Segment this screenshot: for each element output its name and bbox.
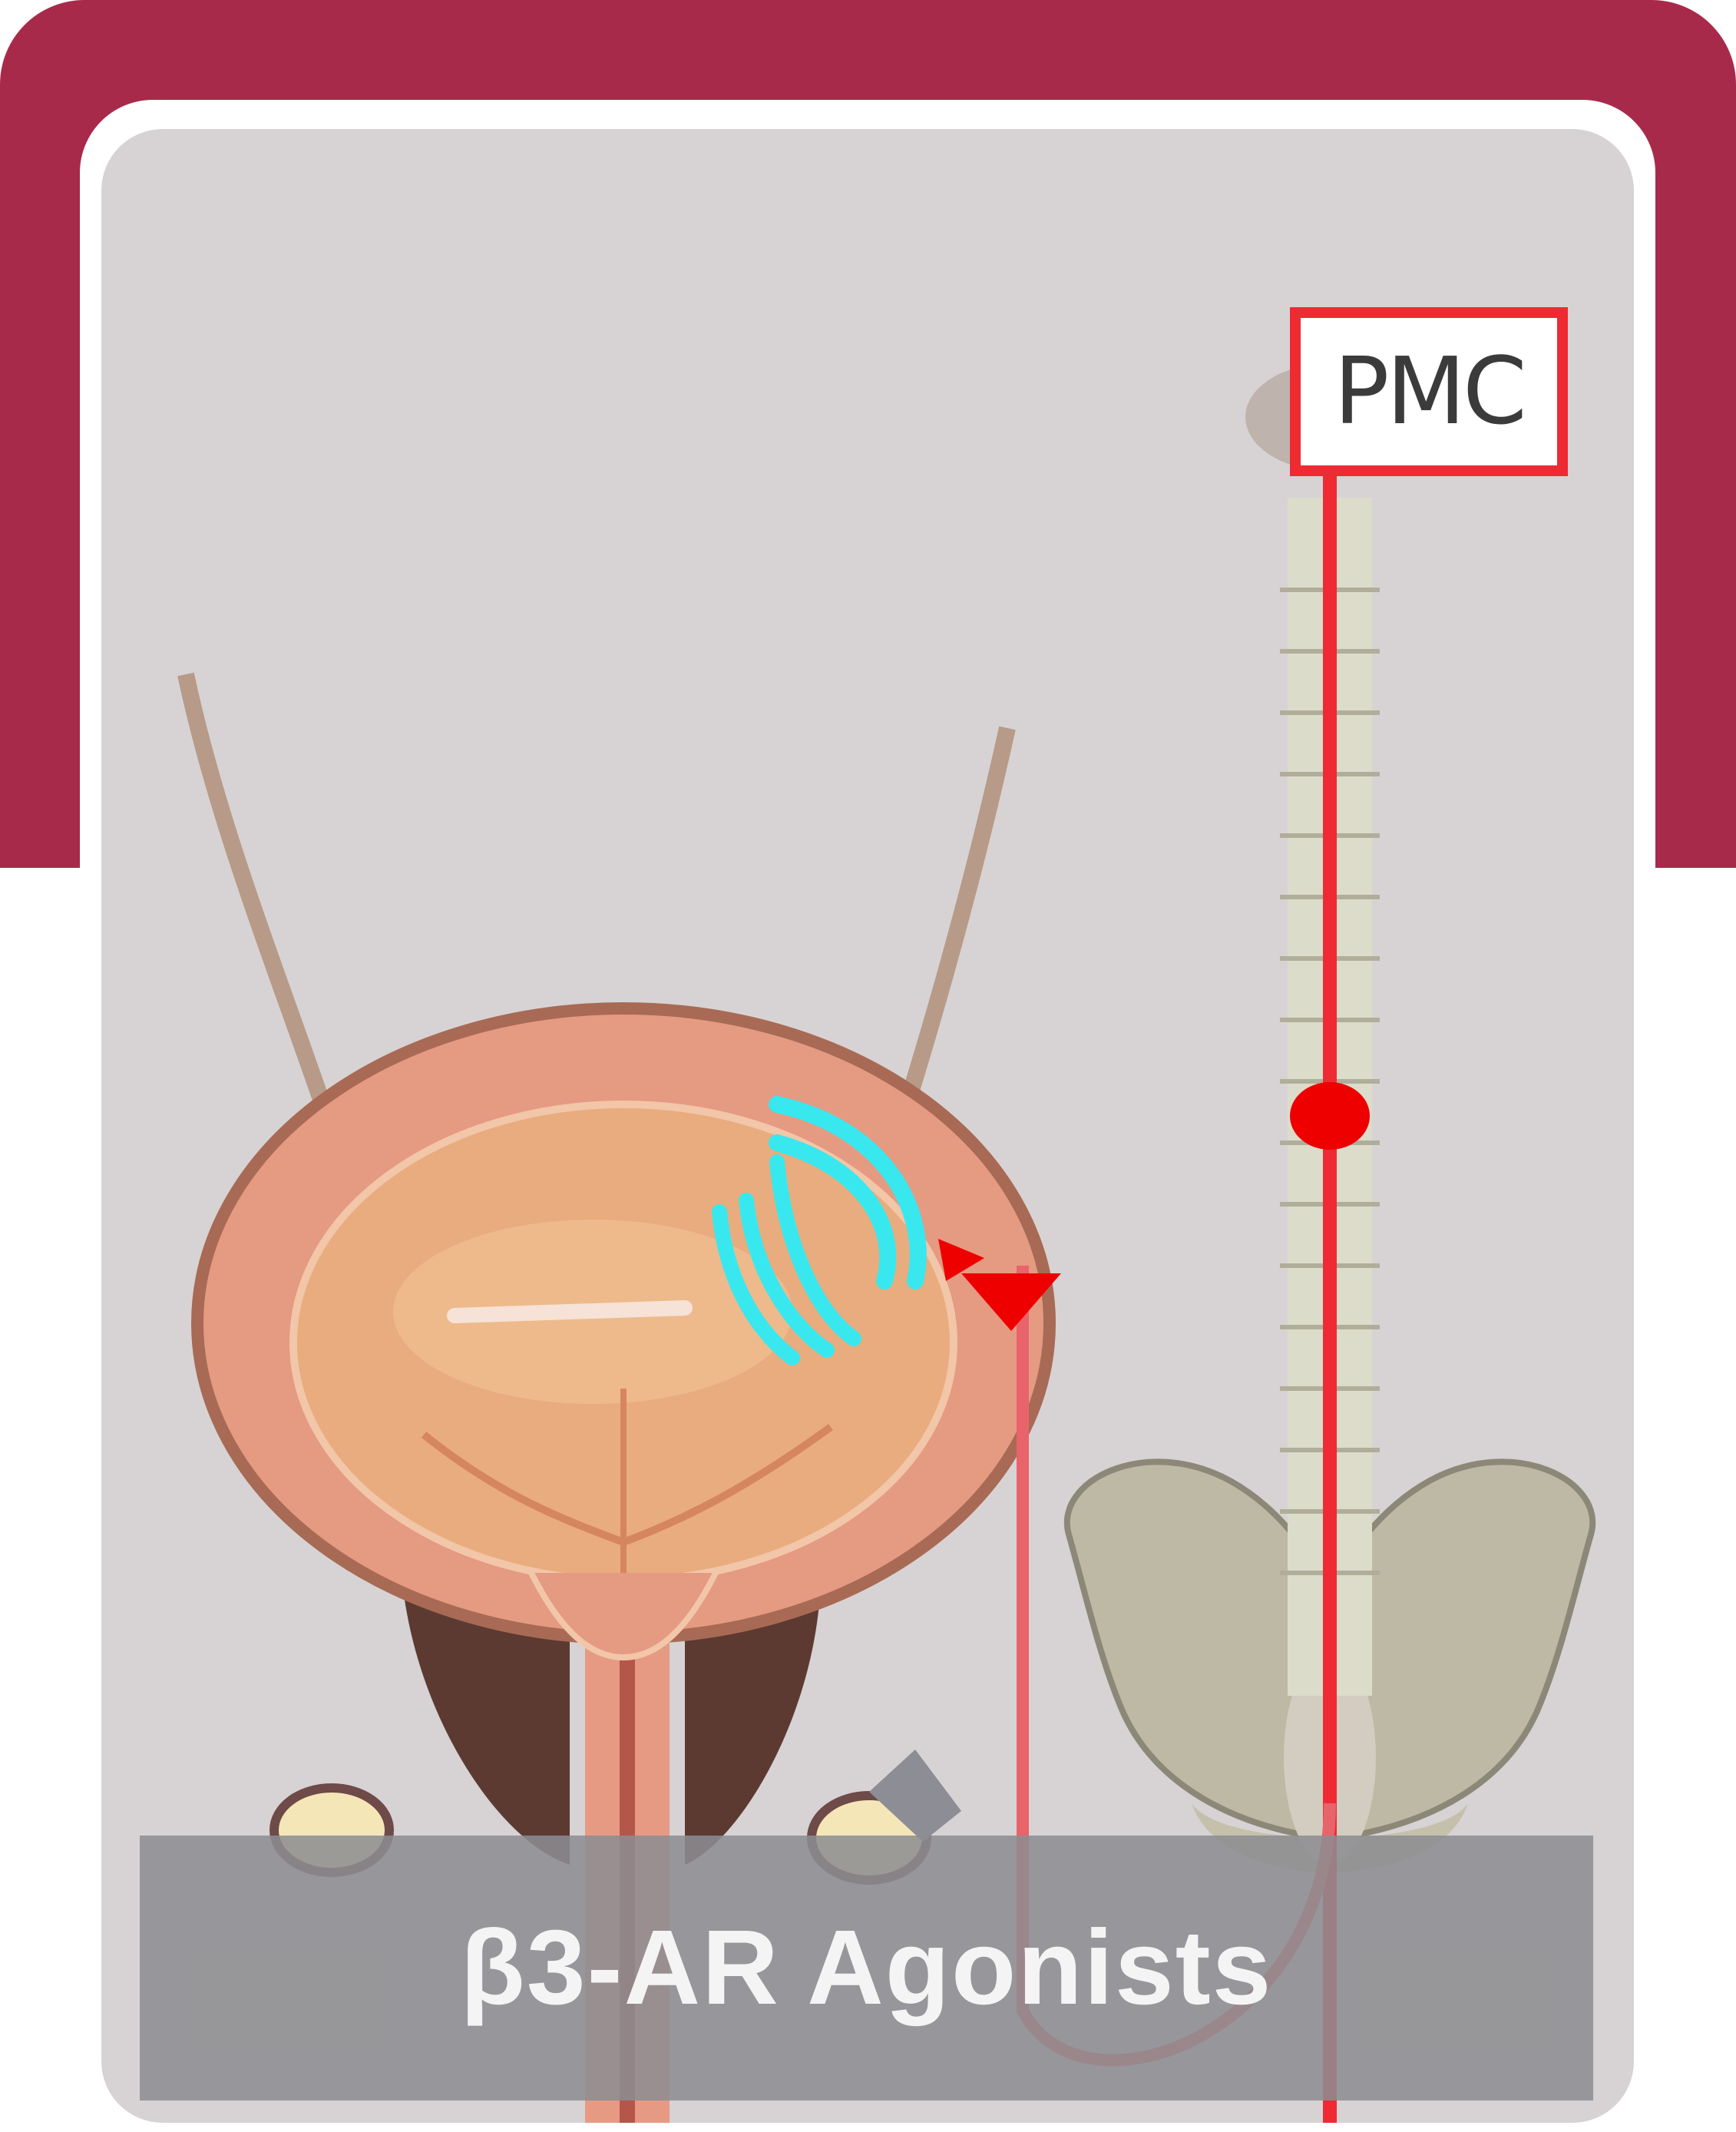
receptor-arc-inner-2 <box>739 1193 835 1358</box>
pubic-bone-fragment <box>869 1750 961 1842</box>
receptor-arc-outer-1 <box>769 1096 927 1289</box>
pmc-label-box: PMC <box>1290 307 1568 476</box>
receptor-arc-inner-3 <box>712 1204 800 1366</box>
prostate-right-lobe <box>685 1604 819 1865</box>
right-ureter <box>891 726 1016 1131</box>
bladder-neck <box>528 1571 719 1661</box>
left-ureter <box>177 672 332 1111</box>
receptor-arc-inner-1 <box>769 1154 861 1346</box>
caption-text: β3-AR Agonists <box>460 1909 1273 2027</box>
bladder-shine <box>447 1300 693 1323</box>
nerve-terminal <box>961 1273 1061 1331</box>
caption-bar: β3-AR Agonists <box>140 1836 1593 2101</box>
diagram-card: PMC <box>101 129 1634 2123</box>
nerve-terminal-small <box>938 1239 984 1281</box>
pathway-synapse <box>1290 1082 1370 1150</box>
pmc-label: PMC <box>1334 338 1527 445</box>
prostate-left-lobe <box>405 1600 570 1865</box>
receptor-arc-outer-2 <box>769 1134 897 1289</box>
